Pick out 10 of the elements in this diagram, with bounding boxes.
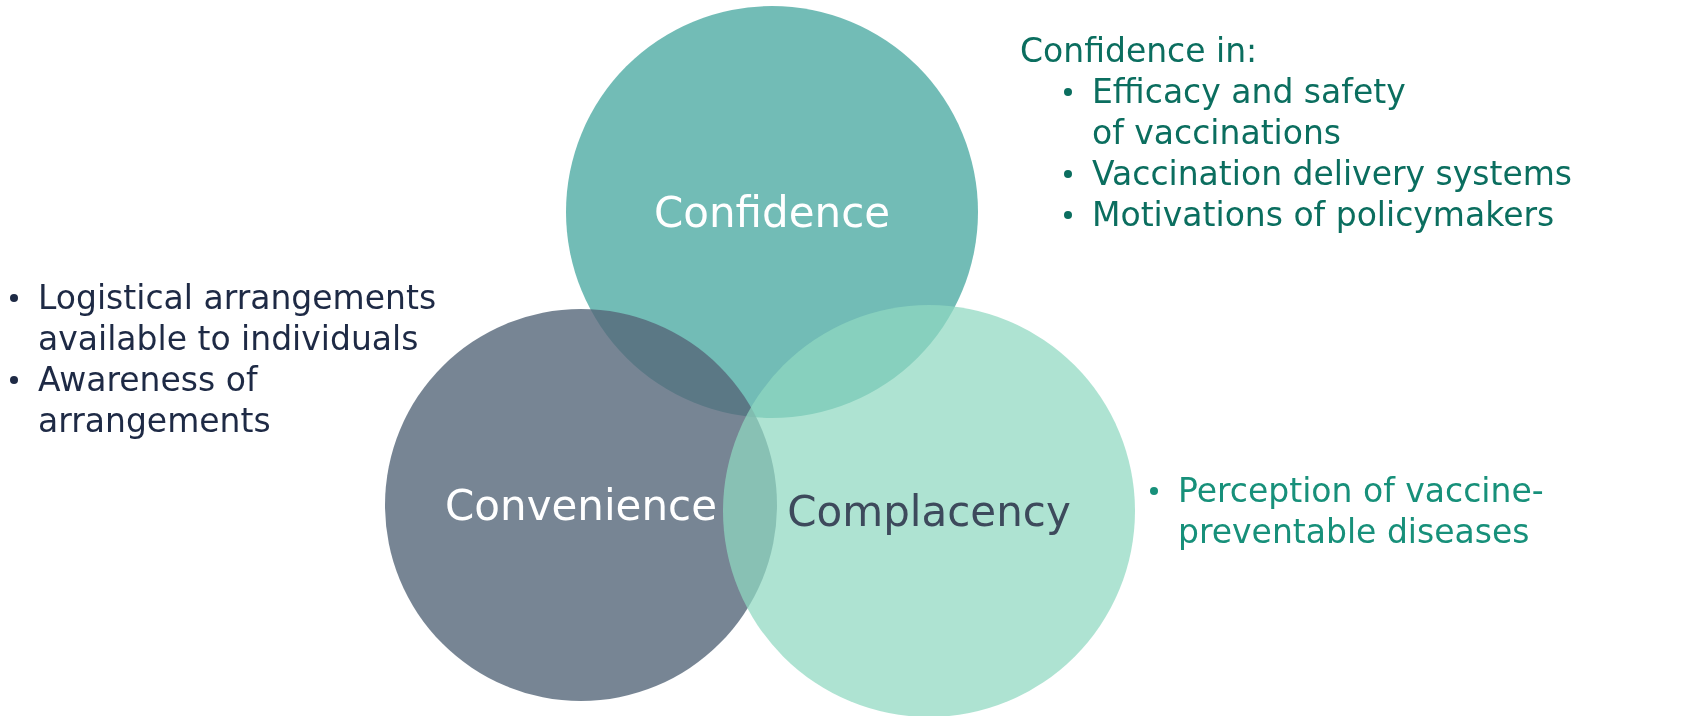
bullet-item: Efficacy and safety of vaccinations — [1092, 71, 1407, 153]
bullet-item: Vaccination delivery systems — [1092, 153, 1573, 194]
bullet-item: Awareness of arrangements — [38, 359, 272, 441]
bullet-item: Logistical arrangements available to individuals — [38, 277, 438, 359]
bullet-item: Perception of vaccine-preventable diseases — [1178, 470, 1545, 552]
circle-label: Confidence — [652, 187, 892, 237]
circle-label: Convenience — [444, 480, 718, 530]
heading-text: Confidence in: — [1020, 30, 1258, 71]
circle-label: Complacency — [786, 486, 1072, 536]
bullet-item: Motivations of policymakers — [1092, 194, 1555, 235]
